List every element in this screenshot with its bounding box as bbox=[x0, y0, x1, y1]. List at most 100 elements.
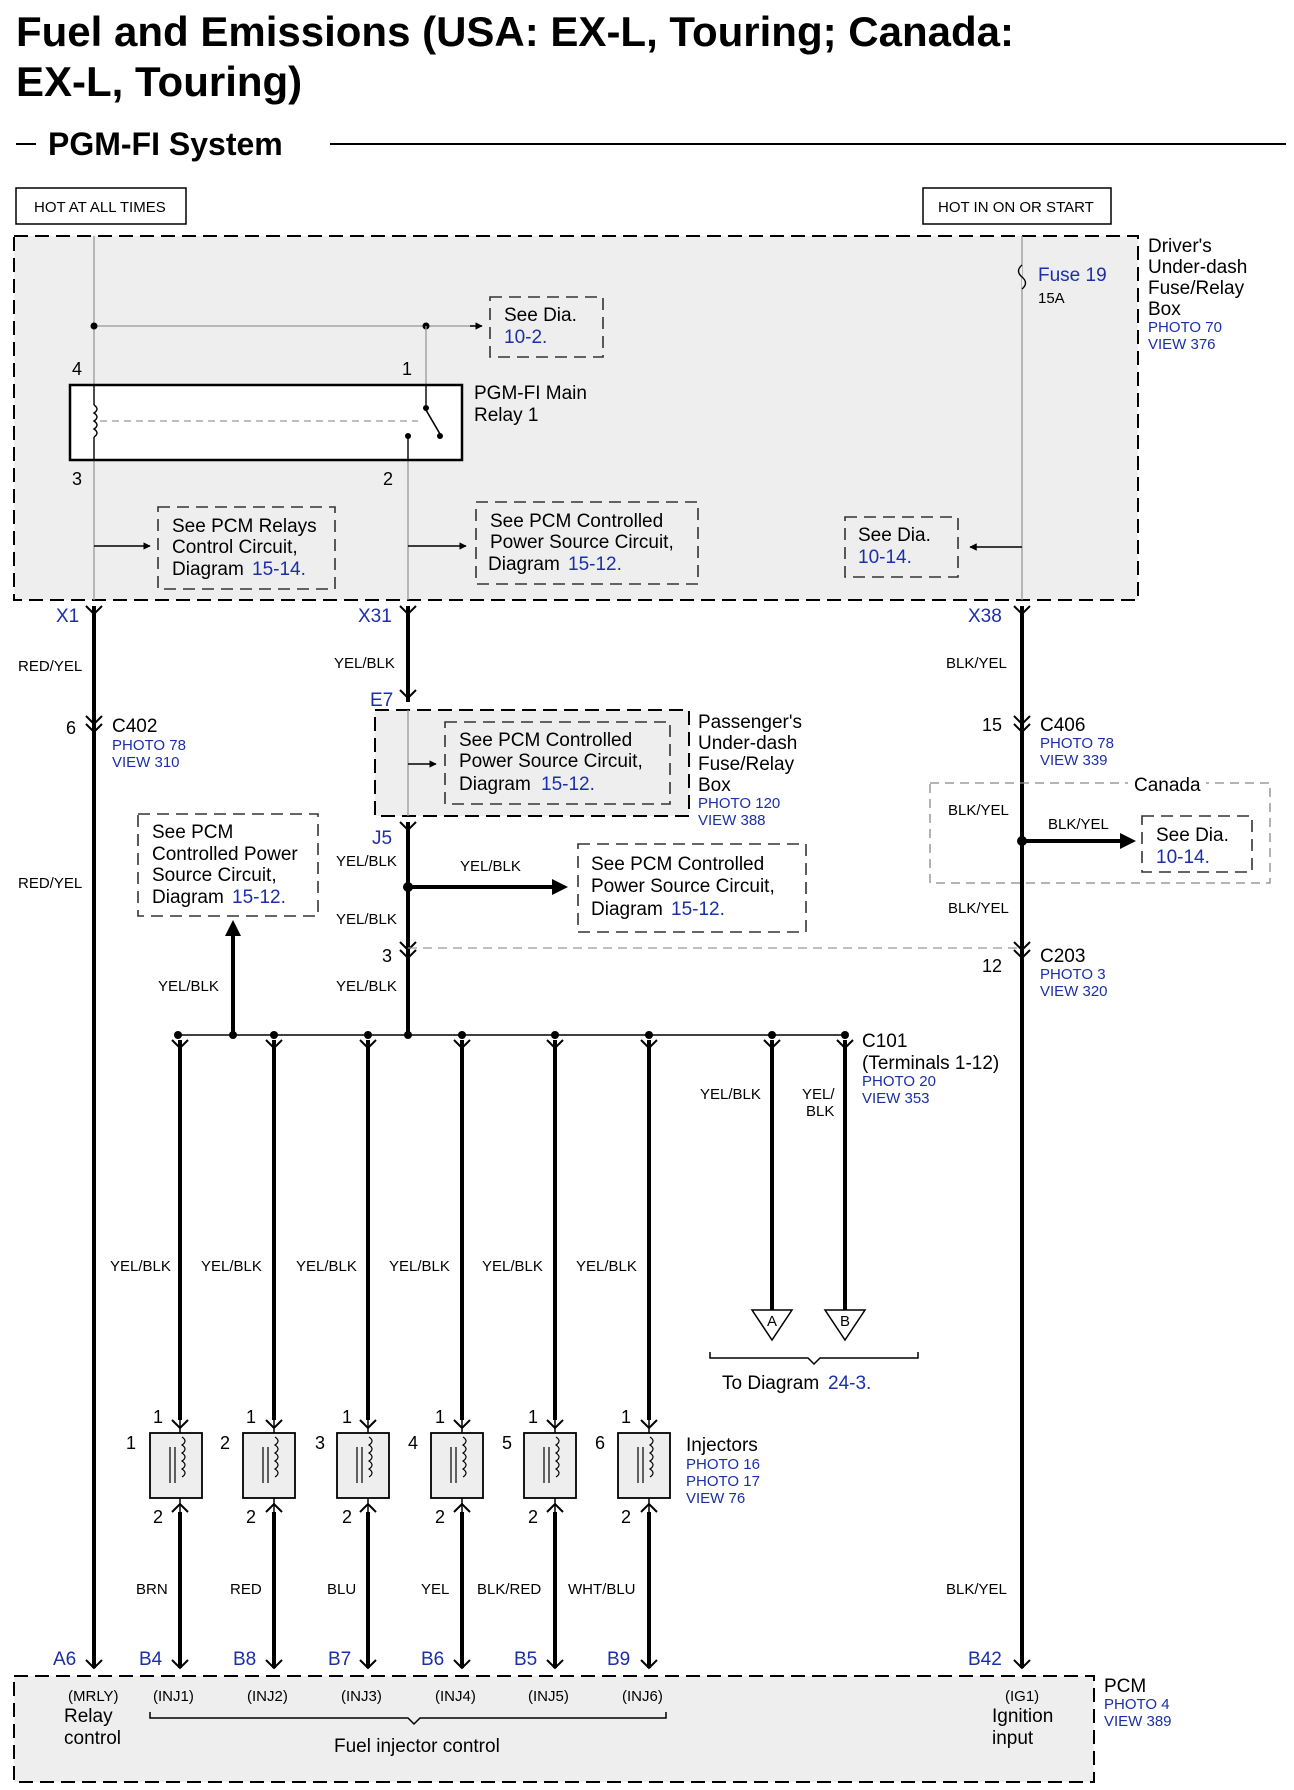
wire-color-yel-blk-4: YEL/BLK bbox=[158, 978, 219, 995]
relay-coil-symbol bbox=[92, 404, 98, 438]
c402-pin: 6 bbox=[66, 718, 76, 738]
terminal-j5: J5 bbox=[372, 828, 392, 849]
ref-box-pcm-cps-2 bbox=[444, 721, 671, 805]
hot-at-all-times-label: HOT AT ALL TIMES bbox=[34, 199, 166, 216]
wire-color-yel-blk-3: YEL/BLK bbox=[336, 911, 397, 928]
relay-pin-3: 3 bbox=[72, 469, 82, 489]
c406-pin: 15 bbox=[982, 715, 1002, 735]
inj2-pin-top: 1 bbox=[246, 1407, 256, 1427]
terminal-b42: B42 bbox=[968, 1649, 1002, 1670]
to-diagram-link[interactable]: 24-3. bbox=[828, 1373, 871, 1394]
ref-pcm-cps-2-link[interactable]: 15-12. bbox=[541, 774, 595, 795]
pcm-inj4: (INJ4) bbox=[435, 1688, 476, 1705]
passenger-box-view: VIEW 388 bbox=[698, 812, 766, 829]
ref-box-dia-10-14-a bbox=[844, 516, 959, 578]
wire-color-brn: BRN bbox=[136, 1581, 168, 1598]
passenger-box-photo: PHOTO 120 bbox=[698, 795, 780, 812]
pcm-inj3: (INJ3) bbox=[341, 1688, 382, 1705]
ref-pcm-cps-4-line1: See PCM Controlled bbox=[591, 854, 764, 875]
ref-dia-10-14-a-link[interactable]: 10-14. bbox=[858, 547, 912, 568]
wire-color-inj4-feed: YEL/BLK bbox=[389, 1258, 450, 1275]
injector-2 bbox=[242, 1432, 296, 1499]
ref-pcm-cps-1-link[interactable]: 15-12. bbox=[568, 554, 622, 575]
c203-view: VIEW 320 bbox=[1040, 983, 1108, 1000]
ref-dia-10-14-b-link[interactable]: 10-14. bbox=[1156, 847, 1210, 868]
c203-pin-left: 3 bbox=[382, 946, 392, 966]
injectors-label: Injectors bbox=[686, 1435, 758, 1456]
c406-view: VIEW 339 bbox=[1040, 752, 1108, 769]
c101-view: VIEW 353 bbox=[862, 1090, 930, 1107]
c203-pin-right: 12 bbox=[982, 956, 1002, 976]
hot-in-on-or-start-box bbox=[922, 187, 1112, 225]
driver-box-name-4: Box bbox=[1148, 299, 1181, 320]
c101-terminal-dots bbox=[174, 1031, 849, 1039]
ref-pcm-cps-1-line3: Diagram bbox=[488, 554, 560, 575]
ref-pcm-cps-3-link[interactable]: 15-12. bbox=[232, 887, 286, 908]
pcm-ignition-input-2: input bbox=[992, 1728, 1034, 1749]
to-diagram-label: To Diagram bbox=[722, 1373, 819, 1394]
ref-pcm-cps-1-line2: Power Source Circuit, bbox=[490, 532, 674, 553]
inj5-pin-bottom: 2 bbox=[528, 1507, 538, 1527]
injector-number-2: 2 bbox=[220, 1433, 230, 1453]
inj3-pin-bottom: 2 bbox=[342, 1507, 352, 1527]
terminal-x38: X38 bbox=[968, 606, 1002, 627]
injector-number-5: 5 bbox=[502, 1433, 512, 1453]
page-title-line2: EX-L, Touring) bbox=[16, 58, 302, 105]
inj6-pin-top: 1 bbox=[621, 1407, 631, 1427]
wire-color-blk-yel-4: BLK/YEL bbox=[946, 1581, 1007, 1598]
ref-pcm-cps-3-line4: Diagram bbox=[152, 887, 224, 908]
connector-b-triangle bbox=[823, 1309, 867, 1342]
injectors-photo-1: PHOTO 16 bbox=[686, 1456, 760, 1473]
c406-photo: PHOTO 78 bbox=[1040, 735, 1114, 752]
driver-box-name-1: Driver's bbox=[1148, 236, 1212, 257]
terminal-b6: B6 bbox=[421, 1649, 444, 1670]
pcm-view: VIEW 389 bbox=[1104, 1713, 1172, 1730]
connector-chevrons bbox=[85, 605, 1031, 960]
ref-dia-10-2-link[interactable]: 10-2. bbox=[504, 327, 547, 348]
wire-color-yel: YEL bbox=[421, 1581, 449, 1598]
terminal-x31: X31 bbox=[358, 606, 392, 627]
ref-pcm-cps-4-line2: Power Source Circuit, bbox=[591, 876, 775, 897]
wire-color-inj3-feed: YEL/BLK bbox=[296, 1258, 357, 1275]
pcm-inj2: (INJ2) bbox=[247, 1688, 288, 1705]
wire-color-yel-blk-a: YEL/BLK bbox=[700, 1086, 761, 1103]
wire-color-inj1-feed: YEL/BLK bbox=[110, 1258, 171, 1275]
inj4-pin-bottom: 2 bbox=[435, 1507, 445, 1527]
injector-number-3: 3 bbox=[315, 1433, 325, 1453]
pcm-fuel-injector-control: Fuel injector control bbox=[334, 1736, 500, 1757]
wire-color-inj5-feed: YEL/BLK bbox=[482, 1258, 543, 1275]
ref-dia-10-14-b-line1: See Dia. bbox=[1156, 825, 1229, 846]
fuse-19-rating: 15A bbox=[1038, 290, 1065, 307]
terminal-b4: B4 bbox=[139, 1649, 163, 1670]
ref-pcm-relays-line2: Control Circuit, bbox=[172, 537, 298, 558]
ref-pcm-cps-4-line3: Diagram bbox=[591, 899, 663, 920]
arrowhead-pcm-cps-4 bbox=[552, 879, 568, 895]
injector-3 bbox=[336, 1432, 390, 1499]
ref-pcm-cps-2-line1: See PCM Controlled bbox=[459, 730, 632, 751]
c101-photo: PHOTO 20 bbox=[862, 1073, 936, 1090]
driver-box-view: VIEW 376 bbox=[1148, 336, 1216, 353]
canada-label: Canada bbox=[1134, 775, 1201, 796]
wire-color-blk-yel-2: BLK/YEL bbox=[948, 802, 1009, 819]
terminal-b7: B7 bbox=[328, 1649, 351, 1670]
ref-pcm-relays-line3: Diagram bbox=[172, 559, 244, 580]
driver-box-photo: PHOTO 70 bbox=[1148, 319, 1222, 336]
injector-5 bbox=[523, 1432, 577, 1499]
ref-pcm-cps-3-line1: See PCM bbox=[152, 822, 233, 843]
wire-color-yel-blk-b-1: YEL/ bbox=[802, 1086, 835, 1103]
c203-name: C203 bbox=[1040, 946, 1085, 967]
connector-b-label: B bbox=[840, 1313, 850, 1330]
c402-view: VIEW 310 bbox=[112, 754, 180, 771]
hot-in-on-or-start-label: HOT IN ON OR START bbox=[938, 199, 1094, 216]
wire-color-yel-blk-5: YEL/BLK bbox=[336, 978, 397, 995]
injectors-photo-2: PHOTO 17 bbox=[686, 1473, 760, 1490]
ref-pcm-relays-link[interactable]: 15-14. bbox=[252, 559, 306, 580]
wire-color-yel-blk-2: YEL/BLK bbox=[336, 853, 397, 870]
wire-color-yel-blk-splice: YEL/BLK bbox=[460, 858, 521, 875]
ref-pcm-cps-4-link[interactable]: 15-12. bbox=[671, 899, 725, 920]
terminal-x1: X1 bbox=[56, 606, 79, 627]
ref-dia-10-2-line1: See Dia. bbox=[504, 305, 577, 326]
ref-box-pcm-cps-3 bbox=[137, 813, 319, 917]
ref-dia-10-14-a-line1: See Dia. bbox=[858, 525, 931, 546]
